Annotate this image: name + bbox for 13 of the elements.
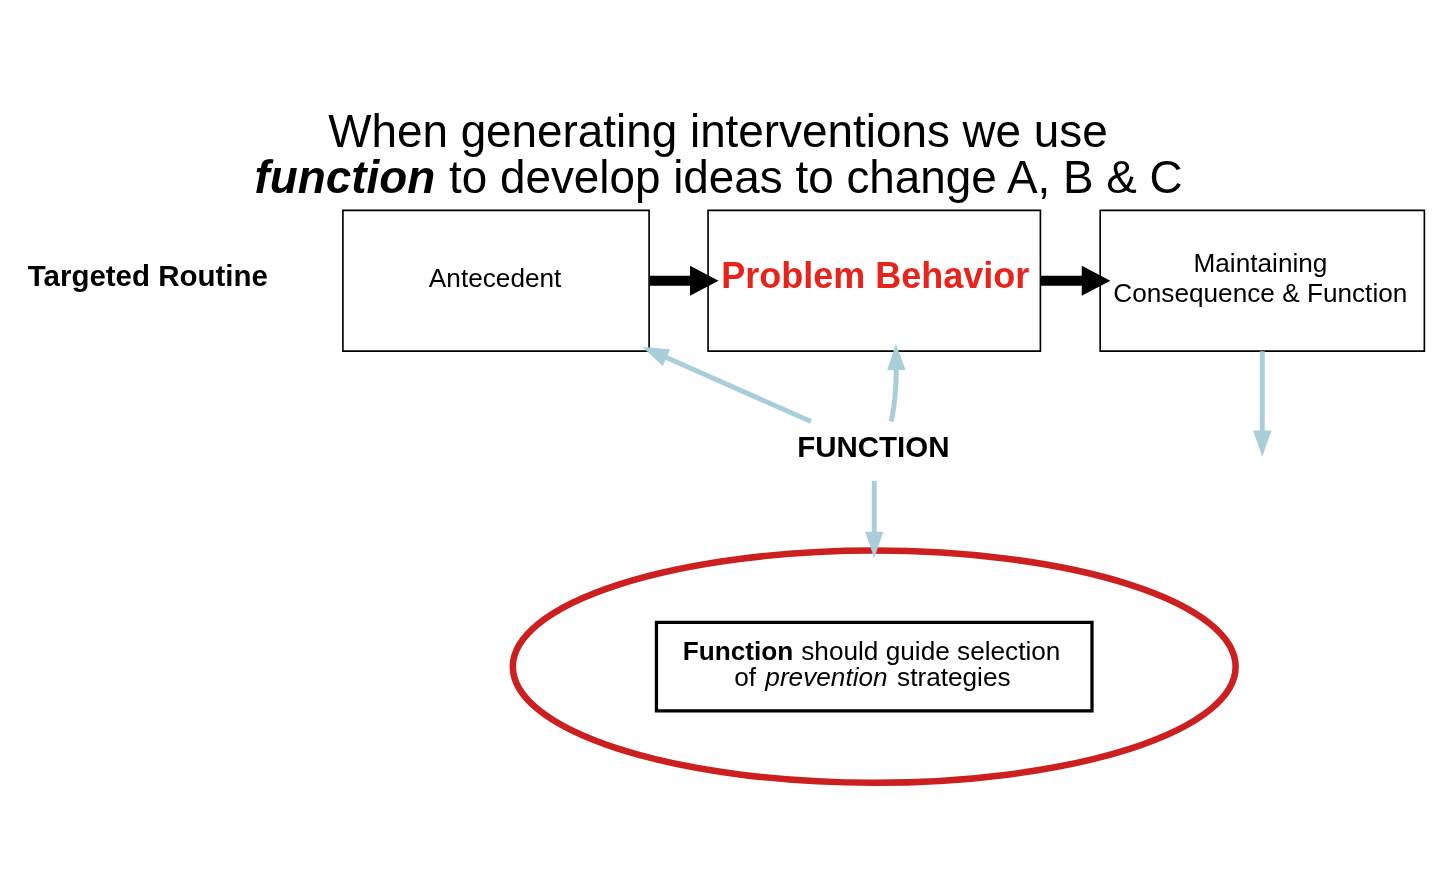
arrow [1040, 265, 1111, 296]
arrow [1253, 350, 1272, 457]
arrow [649, 265, 719, 296]
label: Targeted Routine [27, 258, 268, 292]
node-box: Antecedent [342, 209, 650, 352]
arrow [887, 343, 906, 422]
node-box: Maintaining Consequence & Function [1099, 209, 1426, 352]
arrow [865, 480, 884, 558]
node-ellipse: Function should guide selection of prevention strategies [509, 546, 1239, 786]
arrow [642, 346, 812, 424]
diagram-title: When generating interventions we use function to develop ideas to change A, B & C [254, 105, 1183, 203]
node-box: Problem Behavior [707, 209, 1042, 352]
node-text: FUNCTION [797, 429, 950, 463]
